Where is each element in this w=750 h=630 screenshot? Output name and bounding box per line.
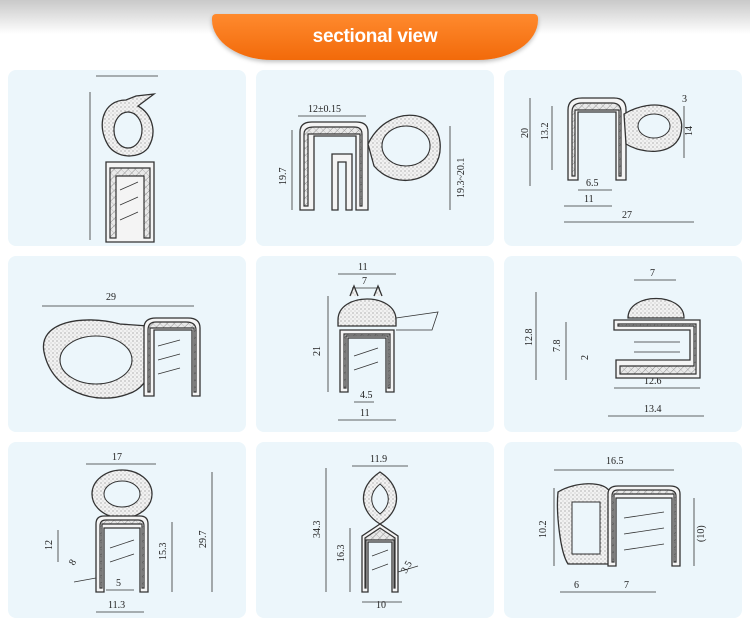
dim-label: 12.8 [524, 329, 535, 347]
dim-label: 14 [684, 126, 695, 136]
dim-label: 11 [584, 194, 594, 205]
dim-label: 12 [44, 540, 55, 550]
profile-panel-8: 11.9 34.3 16.3 3.5 10 [256, 442, 494, 618]
section-title: sectional view [312, 26, 438, 47]
dim-label: 8 [67, 558, 79, 568]
dim-label: 10.2 [538, 521, 549, 539]
profile-panel-4: 29 [8, 256, 246, 432]
dim-label: 16.3 [336, 545, 347, 563]
seal-profile-4-drawing: 29 [42, 292, 201, 399]
seal-profile-1-drawing [89, 75, 158, 243]
dim-label: 6.5 [586, 178, 599, 189]
profile-panel-7: 17 12 8 15.3 29.7 5 11.3 [8, 442, 246, 618]
dim-label: 11.9 [370, 454, 387, 465]
dim-label: 29 [106, 292, 116, 303]
profile-panel-1 [8, 70, 246, 246]
dim-label: 7 [650, 268, 655, 279]
dim-label: 12±0.15 [308, 104, 341, 115]
profile-panel-9: 16.5 10.2 (10) 6 7 [504, 442, 742, 618]
profile-panel-6: 7 12.8 7.8 2 12.6 13.4 [504, 256, 742, 432]
dim-label: 7.8 [552, 340, 563, 353]
dim-label: 27 [622, 210, 632, 221]
dim-label: 21 [312, 346, 323, 356]
section-title-tab: sectional view [212, 14, 538, 60]
seal-profile-6-drawing: 7 12.8 7.8 2 12.6 13.4 [524, 268, 704, 417]
dim-label: 11 [360, 408, 370, 419]
seal-profile-3-drawing: 3 20 13.2 14 6.5 11 27 [520, 94, 695, 223]
dim-label: 3 [682, 94, 687, 105]
seal-profile-2-drawing: 12±0.15 19.7 19.3~20.1 [278, 104, 467, 211]
dim-label: 11.3 [108, 600, 125, 611]
dim-label: 12.6 [644, 376, 662, 387]
dim-label: 17 [112, 452, 122, 463]
dim-label: 15.3 [158, 543, 169, 561]
dim-label: 4.5 [360, 390, 373, 401]
profile-panel-5: 11 7 21 4.5 11 [256, 256, 494, 432]
dim-label: 13.4 [644, 404, 662, 415]
profile-panel-2: 12±0.15 19.7 19.3~20.1 [256, 70, 494, 246]
dim-label: 3.5 [399, 559, 415, 575]
dim-label: 19.3~20.1 [456, 158, 467, 198]
dim-label: 20 [520, 128, 531, 138]
dim-label: 2 [580, 355, 591, 360]
dim-label: 19.7 [278, 168, 289, 186]
seal-profile-7-drawing: 17 12 8 15.3 29.7 5 11.3 [44, 452, 213, 613]
dim-label: 10 [376, 600, 386, 611]
dim-label: (10) [696, 525, 707, 542]
dim-label: 13.2 [540, 123, 551, 141]
profile-panel-3: 3 20 13.2 14 6.5 11 27 [504, 70, 742, 246]
seal-profile-8-drawing: 11.9 34.3 16.3 3.5 10 [312, 454, 419, 611]
dim-label: 29.7 [198, 531, 209, 549]
seal-profile-9-drawing: 16.5 10.2 (10) 6 7 [538, 456, 707, 593]
dim-label: 11 [358, 262, 368, 273]
seal-profile-5-drawing: 11 7 21 4.5 11 [312, 262, 439, 421]
dim-label: 7 [624, 580, 629, 591]
dim-label: 6 [574, 580, 579, 591]
dim-label: 34.3 [312, 521, 323, 539]
dim-label: 7 [362, 276, 367, 287]
dim-label: 16.5 [606, 456, 624, 467]
dim-label: 5 [116, 578, 121, 589]
